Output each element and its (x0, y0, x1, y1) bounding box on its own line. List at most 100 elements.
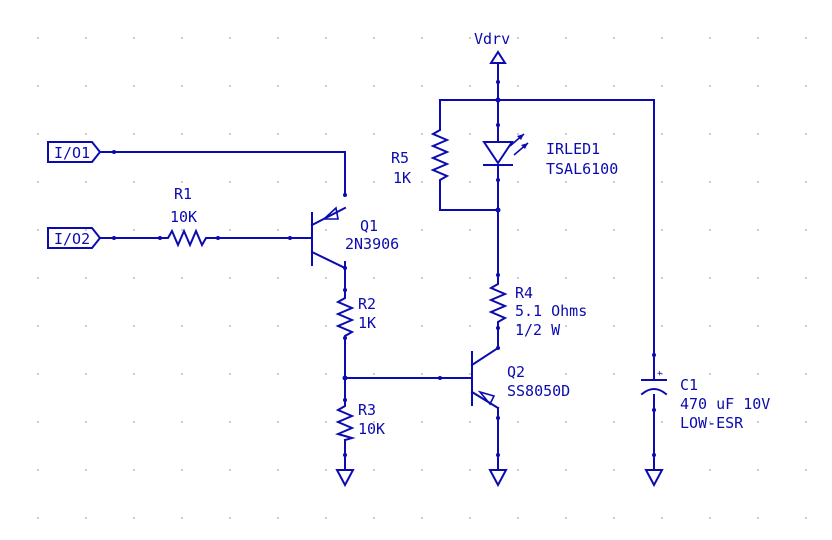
r5-ref: R5 (391, 149, 409, 167)
wires-right (439, 99, 655, 471)
grid-dot (181, 85, 183, 87)
grid-dot (565, 181, 567, 183)
grid-dot (661, 229, 663, 231)
grid-dot (757, 421, 759, 423)
grid-dot (421, 85, 423, 87)
grid-dot (325, 469, 327, 471)
q2-ref: Q2 (507, 363, 525, 381)
grid-dot (661, 277, 663, 279)
grid-dot (661, 517, 663, 519)
grid-dot (709, 133, 711, 135)
grid-dot (325, 421, 327, 423)
grid-dot (421, 517, 423, 519)
transistor-q1[interactable]: Q1 2N3906 (310, 206, 399, 270)
grid-dot (37, 373, 39, 375)
grid-dot (757, 37, 759, 39)
grid-dot (613, 85, 615, 87)
grid-dot (37, 277, 39, 279)
grid-dot (133, 373, 135, 375)
grid-dot (229, 37, 231, 39)
grid-dot (661, 85, 663, 87)
grid-dot (277, 37, 279, 39)
grid-dot (421, 229, 423, 231)
grid-dot (757, 133, 759, 135)
c1-value: 470 uF 10V (680, 395, 770, 413)
grid-dot (757, 469, 759, 471)
irled1-ref: IRLED1 (546, 140, 600, 158)
grid-dot (277, 229, 279, 231)
ground-symbol (488, 469, 508, 488)
grid-dot (181, 133, 183, 135)
grid-dot (613, 37, 615, 39)
grid-dot (517, 229, 519, 231)
grid-dot (613, 229, 615, 231)
resistor-r4[interactable]: R4 5.1 Ohms 1/2 W (488, 274, 587, 339)
grid-dot (661, 421, 663, 423)
grid-dot (469, 181, 471, 183)
grid-dot (181, 421, 183, 423)
grid-dot (373, 133, 375, 135)
grid-dot (133, 277, 135, 279)
grid-dot (229, 133, 231, 135)
grid-dot (469, 469, 471, 471)
grid-dot (757, 277, 759, 279)
grid-dot (613, 469, 615, 471)
grid-dot (805, 373, 807, 375)
r2-value: 1K (358, 314, 376, 332)
grid-dot (517, 37, 519, 39)
grid-dot (565, 85, 567, 87)
grid-dot (133, 229, 135, 231)
grid-dot (469, 325, 471, 327)
grid-dot (421, 421, 423, 423)
grid-dot (181, 373, 183, 375)
grid-dot (709, 325, 711, 327)
grid-dot (469, 229, 471, 231)
grid-dot (325, 181, 327, 183)
grid-dot (805, 421, 807, 423)
grid-dot (229, 181, 231, 183)
grid-dot (805, 133, 807, 135)
grid-dot (757, 229, 759, 231)
grid-dot (373, 37, 375, 39)
grid-dot (469, 421, 471, 423)
grid-dot (373, 277, 375, 279)
grid-dot (325, 133, 327, 135)
grid-dot (85, 373, 87, 375)
grid-dot (517, 517, 519, 519)
grid-dot (37, 421, 39, 423)
grid-dot (37, 469, 39, 471)
grid-dot (757, 181, 759, 183)
resistor-r5[interactable]: R5 1K (391, 119, 450, 189)
r3-value: 10K (358, 420, 385, 438)
grid-dot (565, 421, 567, 423)
resistor-r1[interactable]: R1 10K (159, 185, 219, 248)
grid-dot (229, 421, 231, 423)
grid-dot (181, 469, 183, 471)
capacitor-c1[interactable]: + C1 470 uF 10V LOW-ESR (640, 359, 770, 432)
q1-ref: Q1 (360, 217, 378, 235)
transistor-q2[interactable]: Q2 SS8050D (470, 346, 570, 410)
port-io2-label: I/O2 (54, 230, 90, 248)
grid-dot (229, 373, 231, 375)
port-io2[interactable]: I/O2 (47, 227, 102, 249)
grid-dot (133, 37, 135, 39)
resistor-r2[interactable]: R2 1K (335, 289, 376, 339)
grid-dot (277, 277, 279, 279)
grid-dot (469, 373, 471, 375)
supply-vdrv[interactable]: Vdrv (474, 30, 510, 101)
grid-dot (37, 229, 39, 231)
grid-dot (709, 85, 711, 87)
grid-dot (133, 85, 135, 87)
r2-ref: R2 (358, 295, 376, 313)
grid-dots (37, 37, 807, 519)
resistor-r3[interactable]: R3 10K (335, 399, 385, 442)
grid-dot (277, 325, 279, 327)
grid-dot (325, 277, 327, 279)
port-io1[interactable]: I/O1 (47, 141, 102, 163)
ir-led-irled1[interactable]: IRLED1 TSAL6100 (482, 133, 618, 178)
grid-dot (373, 421, 375, 423)
r4-rating: 1/2 W (515, 321, 561, 339)
grid-dot (565, 469, 567, 471)
ground-symbol (335, 469, 355, 488)
